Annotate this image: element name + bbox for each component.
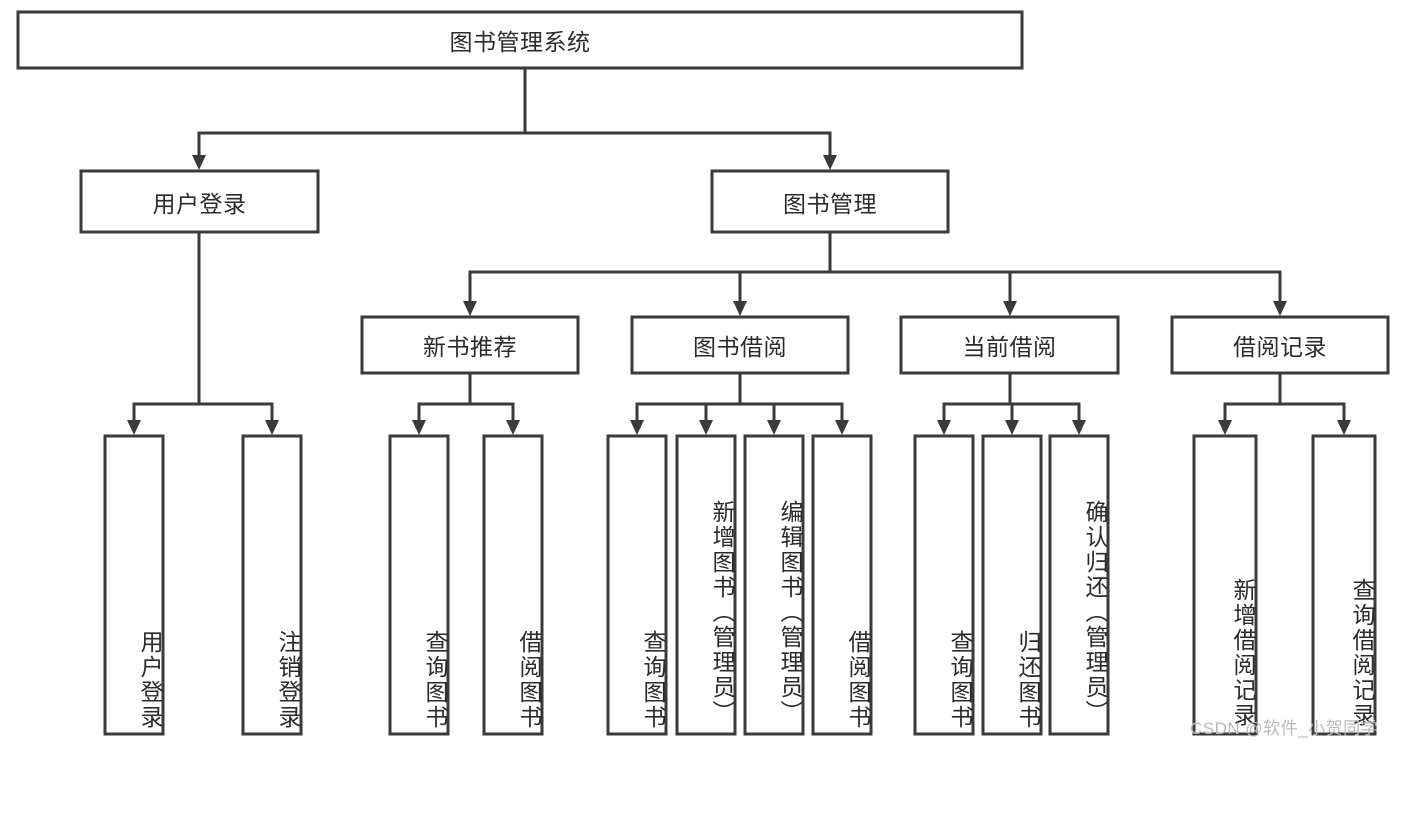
node-box-root[interactable] xyxy=(16,10,1024,70)
node-box-leaf-confirm-return-admin[interactable] xyxy=(1048,434,1110,736)
arrow-head-icon xyxy=(733,301,747,316)
arrow-head-icon xyxy=(937,420,951,435)
arrow-head-icon xyxy=(1218,420,1232,435)
node-box-leaf-edit-book-admin[interactable] xyxy=(743,434,805,736)
boxes-layer xyxy=(16,10,1390,736)
arrow-head-icon xyxy=(835,420,849,435)
node-box-user-login[interactable] xyxy=(79,169,320,234)
node-box-leaf-return-book[interactable] xyxy=(981,434,1043,736)
node-box-leaf-add-borrow-record[interactable] xyxy=(1192,434,1258,736)
arrow-head-icon xyxy=(767,420,781,435)
node-box-new-book-recommend[interactable] xyxy=(360,315,580,375)
arrow-head-icon xyxy=(699,420,713,435)
diagram-canvas: 图书管理系统用户登录图书管理新书推荐图书借阅当前借阅借阅记录用户登录注销登录查询… xyxy=(16,10,1390,738)
node-box-leaf-query-book-recommend[interactable] xyxy=(388,434,450,736)
node-box-leaf-query-borrow-record[interactable] xyxy=(1311,434,1377,736)
arrow-head-icon xyxy=(1273,301,1287,316)
node-box-book-borrow[interactable] xyxy=(630,315,850,375)
connectors-layer xyxy=(127,66,1351,435)
node-box-leaf-borrow-book[interactable] xyxy=(811,434,873,736)
arrow-head-icon xyxy=(192,155,206,170)
arrow-head-icon xyxy=(630,420,644,435)
node-box-book-management[interactable] xyxy=(710,169,950,234)
watermark: CSDN @软件_小贺同学 xyxy=(1190,719,1379,738)
node-box-borrow-records[interactable] xyxy=(1170,315,1390,375)
arrow-head-icon xyxy=(823,155,837,170)
node-box-leaf-query-book-current[interactable] xyxy=(913,434,975,736)
node-box-leaf-user-login[interactable] xyxy=(103,434,165,736)
arrow-head-icon xyxy=(1072,420,1086,435)
arrow-head-icon xyxy=(265,420,279,435)
node-box-leaf-query-book-borrow[interactable] xyxy=(606,434,668,736)
arrow-head-icon xyxy=(1005,420,1019,435)
node-box-leaf-add-book-admin[interactable] xyxy=(675,434,737,736)
arrow-head-icon xyxy=(463,301,477,316)
node-box-current-borrow[interactable] xyxy=(899,315,1120,375)
node-box-leaf-borrow-book-recommend[interactable] xyxy=(482,434,544,736)
arrow-head-icon xyxy=(412,420,426,435)
diagram-svg xyxy=(16,10,1390,736)
arrow-head-icon xyxy=(506,420,520,435)
arrow-head-icon xyxy=(1337,420,1351,435)
arrow-head-icon xyxy=(127,420,141,435)
arrow-head-icon xyxy=(1003,301,1017,316)
node-box-leaf-logout[interactable] xyxy=(241,434,303,736)
